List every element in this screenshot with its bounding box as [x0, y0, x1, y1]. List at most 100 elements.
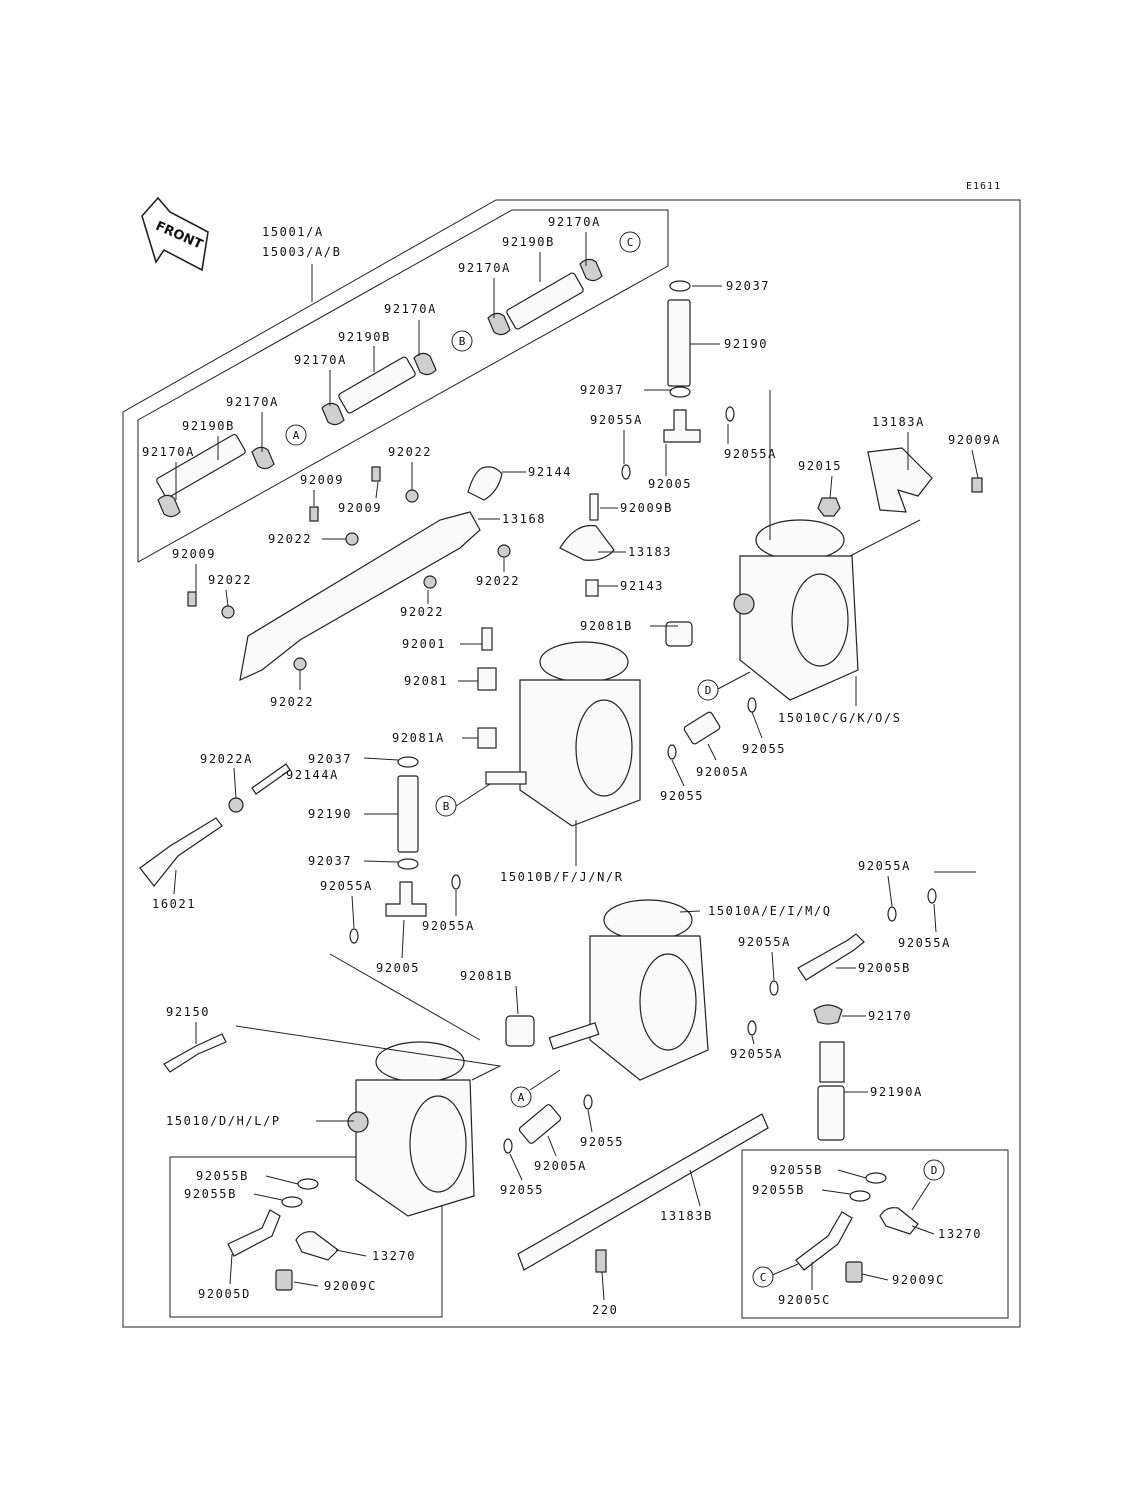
carb-top-cap-c [755, 519, 845, 561]
part-label-92009a: 92009A [948, 433, 1001, 447]
oring-92055-3 [583, 1094, 593, 1110]
fitting-92005d [227, 1209, 281, 1257]
part-label-92170: 92170 [868, 1009, 912, 1023]
part-label-92005: 92005 [648, 477, 692, 491]
callout-c-d1: D [697, 679, 719, 701]
hose-92190a-lower [817, 1085, 845, 1141]
washer-92022a [228, 797, 244, 813]
fitting-92005-mid [385, 881, 427, 917]
part-label-92022: 92022 [476, 574, 520, 588]
part-label-92022: 92022 [388, 445, 432, 459]
part-label-92055a: 92055A [730, 1047, 783, 1061]
lower-left-box [169, 1156, 443, 1318]
clamp-92170 [813, 1004, 843, 1025]
oring-92055a-8 [927, 888, 937, 904]
callout-circle [285, 424, 307, 446]
screw-92009a [971, 477, 983, 493]
clamp-92170a-6 [579, 258, 603, 282]
part-label-92170a: 92170A [384, 302, 437, 316]
part-label-92190a: 92190A [870, 1085, 923, 1099]
part-label-92009c: 92009C [324, 1279, 377, 1293]
oring-92055a-7 [887, 906, 897, 922]
callout-circle [697, 679, 719, 701]
part-label-92190: 92190 [724, 337, 768, 351]
oring-92055b-2 [281, 1196, 303, 1208]
carb-fitting-d [347, 1111, 369, 1133]
part-label-92005a: 92005A [534, 1159, 587, 1173]
clip-92037-3 [397, 858, 419, 870]
fitting-92005-top [663, 409, 701, 443]
bracket-13183b [517, 1113, 769, 1271]
clip-92037-top [669, 280, 691, 292]
part-label-13270: 13270 [938, 1227, 982, 1241]
oring-92055a-2 [725, 406, 735, 422]
part-label-92009b: 92009B [620, 501, 673, 515]
part-label-92055a: 92055A [898, 936, 951, 950]
part-label-220: 220 [592, 1303, 618, 1317]
part-label-92022a: 92022A [200, 752, 253, 766]
carb-fuel-nipple-b [485, 771, 527, 785]
oring-92055a-5 [769, 980, 779, 996]
part-label-92170a: 92170A [548, 215, 601, 229]
collar-92143 [585, 579, 599, 597]
callout-letter: C [760, 1271, 767, 1284]
screw-92001 [481, 627, 493, 651]
part-label-15010c-g-k-o-s: 15010C/G/K/O/S [778, 711, 902, 725]
clamp-92170a-3 [321, 402, 345, 426]
callout-circle [923, 1159, 945, 1181]
callout-circle [619, 231, 641, 253]
part-label-92009: 92009 [300, 473, 344, 487]
clamp-92170a-5 [487, 312, 511, 336]
carb-bore-a [639, 953, 697, 1051]
part-label-92037: 92037 [580, 383, 624, 397]
outer-frame [122, 199, 1021, 1328]
callout-c-b1: B [451, 330, 473, 352]
hose-92190-top [667, 299, 691, 387]
screw-92009-2 [309, 506, 319, 522]
callout-c-c2: C [752, 1266, 774, 1288]
part-label-92190: 92190 [308, 807, 352, 821]
bracket-13270-right [879, 1207, 919, 1235]
part-label-92190b: 92190B [338, 330, 391, 344]
callout-circle [752, 1266, 774, 1288]
part-label-92005d: 92005D [198, 1287, 251, 1301]
front-arrow: FRONT [141, 196, 209, 272]
part-number-labels: 15001/A15003/A/B92170A92190B92170A920379… [142, 215, 1001, 1317]
spring-92081b-upper [665, 621, 693, 647]
washer-92022-1 [405, 489, 419, 503]
part-label-92144: 92144 [528, 465, 572, 479]
hose-92190b-a [156, 433, 246, 499]
part-label-15010-d-h-l-p: 15010/D/H/L/P [166, 1114, 281, 1128]
bolt-92150 [163, 1033, 227, 1073]
part-label-92005b: 92005B [858, 961, 911, 975]
oring-92055a-4 [451, 874, 461, 890]
part-label-92055b: 92055B [196, 1169, 249, 1183]
plunger-16021 [139, 817, 223, 887]
part-label-92144a: 92144A [286, 768, 339, 782]
part-label-13168: 13168 [502, 512, 546, 526]
oring-92055-1 [747, 697, 757, 713]
part-label-16021: 16021 [152, 897, 196, 911]
part-label-92005: 92005 [376, 961, 420, 975]
part-label-15003-a-b: 15003/A/B [262, 245, 341, 259]
part-label-92150: 92150 [166, 1005, 210, 1019]
part-label-92143: 92143 [620, 579, 664, 593]
part-label-13183a: 13183A [872, 415, 925, 429]
callout-c-d2: D [923, 1159, 945, 1181]
oring-92055b-3 [865, 1172, 887, 1184]
spring-92144a [251, 763, 291, 795]
washer-92022-5 [423, 575, 437, 589]
hose-92190a-upper [819, 1041, 845, 1083]
part-label-92022: 92022 [270, 695, 314, 709]
part-label-92022: 92022 [400, 605, 444, 619]
callout-letter: D [705, 684, 712, 697]
carb-bore-d [409, 1095, 467, 1193]
carb-bore-c [791, 573, 849, 667]
part-label-92055b: 92055B [184, 1187, 237, 1201]
part-label-92170a: 92170A [294, 353, 347, 367]
part-label-92081b: 92081B [460, 969, 513, 983]
carburetor-15010c [733, 519, 859, 701]
callout-circle [510, 1086, 532, 1108]
